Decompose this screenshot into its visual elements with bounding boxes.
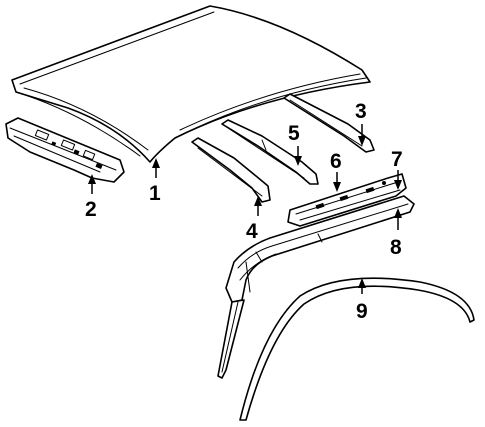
callout-7: 7 <box>391 148 403 190</box>
callout-8-label: 8 <box>390 236 402 259</box>
roof-drip-weatherstrip <box>239 277 475 421</box>
callout-1-label: 1 <box>149 182 161 205</box>
callout-4-label: 4 <box>246 220 258 243</box>
callout-2: 2 <box>85 174 97 221</box>
side-rail-assembly <box>287 173 407 227</box>
callout-3-label: 3 <box>355 100 367 123</box>
roof-panel <box>11 5 371 163</box>
callout-9: 9 <box>356 278 368 323</box>
rear-roof-bow <box>283 93 375 153</box>
callout-8: 8 <box>390 208 402 259</box>
roof-side-inner-rail <box>217 195 415 379</box>
front-roof-bow <box>191 137 271 203</box>
callout-3: 3 <box>355 100 367 146</box>
callout-5: 5 <box>288 122 302 166</box>
callout-5-label: 5 <box>288 122 300 145</box>
callout-9-label: 9 <box>356 300 368 323</box>
callout-6: 6 <box>330 150 342 192</box>
center-roof-bow <box>221 119 319 185</box>
front-header-panel <box>5 117 125 183</box>
callout-4: 4 <box>246 196 262 243</box>
callout-6-label: 6 <box>330 150 342 173</box>
callout-7-label: 7 <box>391 148 403 171</box>
callout-2-label: 2 <box>85 198 97 221</box>
callout-1: 1 <box>149 158 161 205</box>
